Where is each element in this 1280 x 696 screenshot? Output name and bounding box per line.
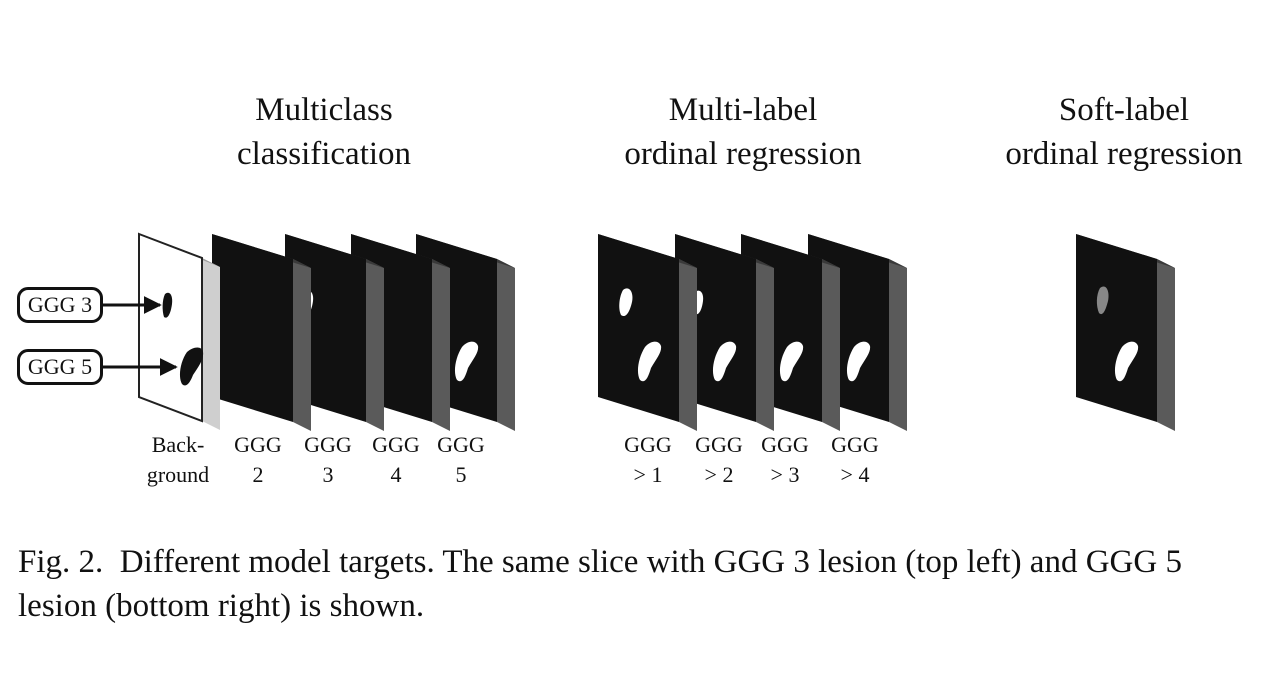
soft-label-title-line-1: Soft-label — [1058, 92, 1190, 128]
label-multiclass-ggg4-line-1: GGG — [372, 432, 420, 457]
label-multiclass-ggg3: GGG 3 — [298, 430, 358, 490]
background-lesion-ggg3 — [162, 292, 173, 318]
multiclass-title: Multiclass classification — [200, 88, 448, 176]
lesion-gt3 — [779, 341, 804, 382]
label-multiclass-ggg2-line-2: 2 — [252, 462, 264, 487]
label-multilabel-gt1-line-2: > 1 — [633, 462, 663, 487]
annotation-ggg3-label: GGG 3 — [27, 292, 93, 317]
label-multilabel-gt3-line-1: GGG — [761, 432, 809, 457]
label-multiclass-ggg3-line-2: 3 — [322, 462, 334, 487]
lesion-ggg5 — [454, 341, 479, 382]
caption-prefix: Fig. 2. — [18, 544, 104, 580]
annotation-ggg5-label: GGG 5 — [27, 354, 93, 379]
label-multiclass-ggg5: GGG 5 — [431, 430, 491, 490]
soft-label-title: Soft-label ordinal regression — [988, 88, 1260, 176]
label-multiclass-ggg5-line-2: 5 — [455, 462, 467, 487]
label-multilabel-gt1: GGG > 1 — [618, 430, 678, 490]
label-multiclass-ggg4-line-2: 4 — [390, 462, 402, 487]
soft-lesion-large — [1114, 341, 1139, 382]
multilabel-title-line-2: ordinal regression — [624, 136, 862, 172]
label-multilabel-gt4-line-2: > 4 — [840, 462, 870, 487]
label-background: Back- ground — [138, 430, 218, 490]
multilabel-title: Multi-label ordinal regression — [598, 88, 888, 176]
figure-caption: Fig. 2. Different model targets. The sam… — [18, 540, 1268, 628]
background-lesion-ggg5 — [179, 347, 204, 386]
slice-soft-label — [1076, 234, 1175, 431]
lesion-gt1-small — [619, 288, 633, 317]
caption-text: Different model targets. The same slice … — [18, 544, 1191, 624]
annotation-ggg3-box: GGG 3 — [17, 287, 103, 323]
label-multilabel-gt4-line-1: GGG — [831, 432, 879, 457]
label-multilabel-gt2-line-1: GGG — [695, 432, 743, 457]
multiclass-title-line-1: Multiclass — [255, 92, 393, 128]
label-background-line-1: Back- — [151, 432, 205, 457]
label-multiclass-ggg5-line-1: GGG — [437, 432, 485, 457]
label-multiclass-ggg3-line-1: GGG — [304, 432, 352, 457]
label-multiclass-ggg4: GGG 4 — [366, 430, 426, 490]
lesion-gt4 — [846, 341, 871, 382]
soft-lesion-small — [1096, 286, 1109, 315]
soft-label-title-line-2: ordinal regression — [1005, 136, 1243, 172]
label-multilabel-gt2: GGG > 2 — [689, 430, 749, 490]
annotation-ggg5-box: GGG 5 — [17, 349, 103, 385]
multiclass-title-line-2: classification — [236, 136, 412, 172]
label-multilabel-gt2-line-2: > 2 — [704, 462, 734, 487]
multilabel-title-line-1: Multi-label — [668, 92, 818, 128]
label-multilabel-gt1-line-1: GGG — [624, 432, 672, 457]
slice-multiclass-background — [138, 232, 220, 430]
label-multilabel-gt4: GGG > 4 — [825, 430, 885, 490]
lesion-gt2-large — [712, 341, 737, 382]
label-multiclass-ggg2-line-1: GGG — [234, 432, 282, 457]
label-background-line-2: ground — [146, 462, 210, 487]
slice-multilabel-gt1 — [598, 234, 697, 431]
slice-multiclass-ggg2 — [212, 234, 311, 431]
label-multilabel-gt3: GGG > 3 — [755, 430, 815, 490]
label-multiclass-ggg2: GGG 2 — [228, 430, 288, 490]
label-multilabel-gt3-line-2: > 3 — [770, 462, 800, 487]
lesion-gt1-large — [637, 341, 662, 382]
